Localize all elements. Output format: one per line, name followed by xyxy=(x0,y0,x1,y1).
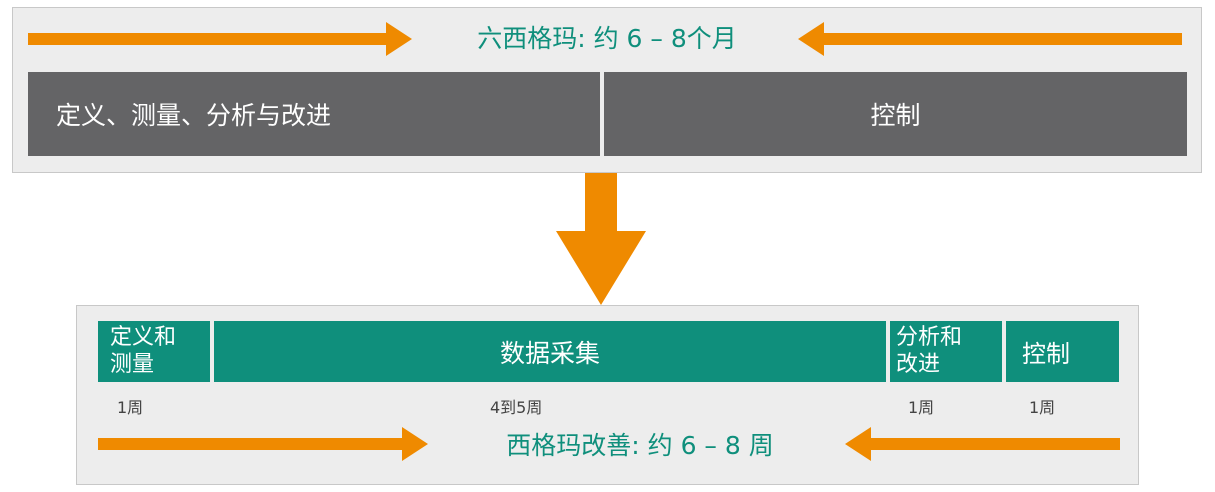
box-define-line2: 测量 xyxy=(110,352,155,377)
box-define-measure: 定义和 测量 xyxy=(98,321,210,382)
top-title: 六西格玛: 约 6 – 8个月 xyxy=(477,24,737,53)
box-analyze-line1: 分析和 xyxy=(896,325,963,350)
duration-data-collection: 4到5周 xyxy=(490,398,543,417)
duration-define-measure: 1周 xyxy=(117,398,144,417)
bottom-title: 西格玛改善: 约 6 – 8 周 xyxy=(506,431,774,460)
box-define-line1: 定义和 xyxy=(110,325,177,350)
top-right-arrow-icon xyxy=(798,22,1182,56)
phase-define-measure-analyze-improve: 定义、测量、分析与改进 xyxy=(28,72,600,156)
duration-analyze-improve: 1周 xyxy=(908,398,935,417)
bottom-left-arrow-icon xyxy=(98,427,428,461)
box-control: 控制 xyxy=(1006,321,1119,382)
bottom-right-arrow-icon xyxy=(845,427,1120,461)
box-data-collection: 数据采集 xyxy=(214,321,886,382)
box-analyze-line2: 改进 xyxy=(896,352,941,377)
box-analyze-improve: 分析和 改进 xyxy=(890,321,1002,382)
down-arrow-icon xyxy=(556,173,646,305)
top-left-arrow-icon xyxy=(28,22,412,56)
duration-control: 1周 xyxy=(1029,398,1056,417)
phase-control: 控制 xyxy=(604,72,1187,156)
